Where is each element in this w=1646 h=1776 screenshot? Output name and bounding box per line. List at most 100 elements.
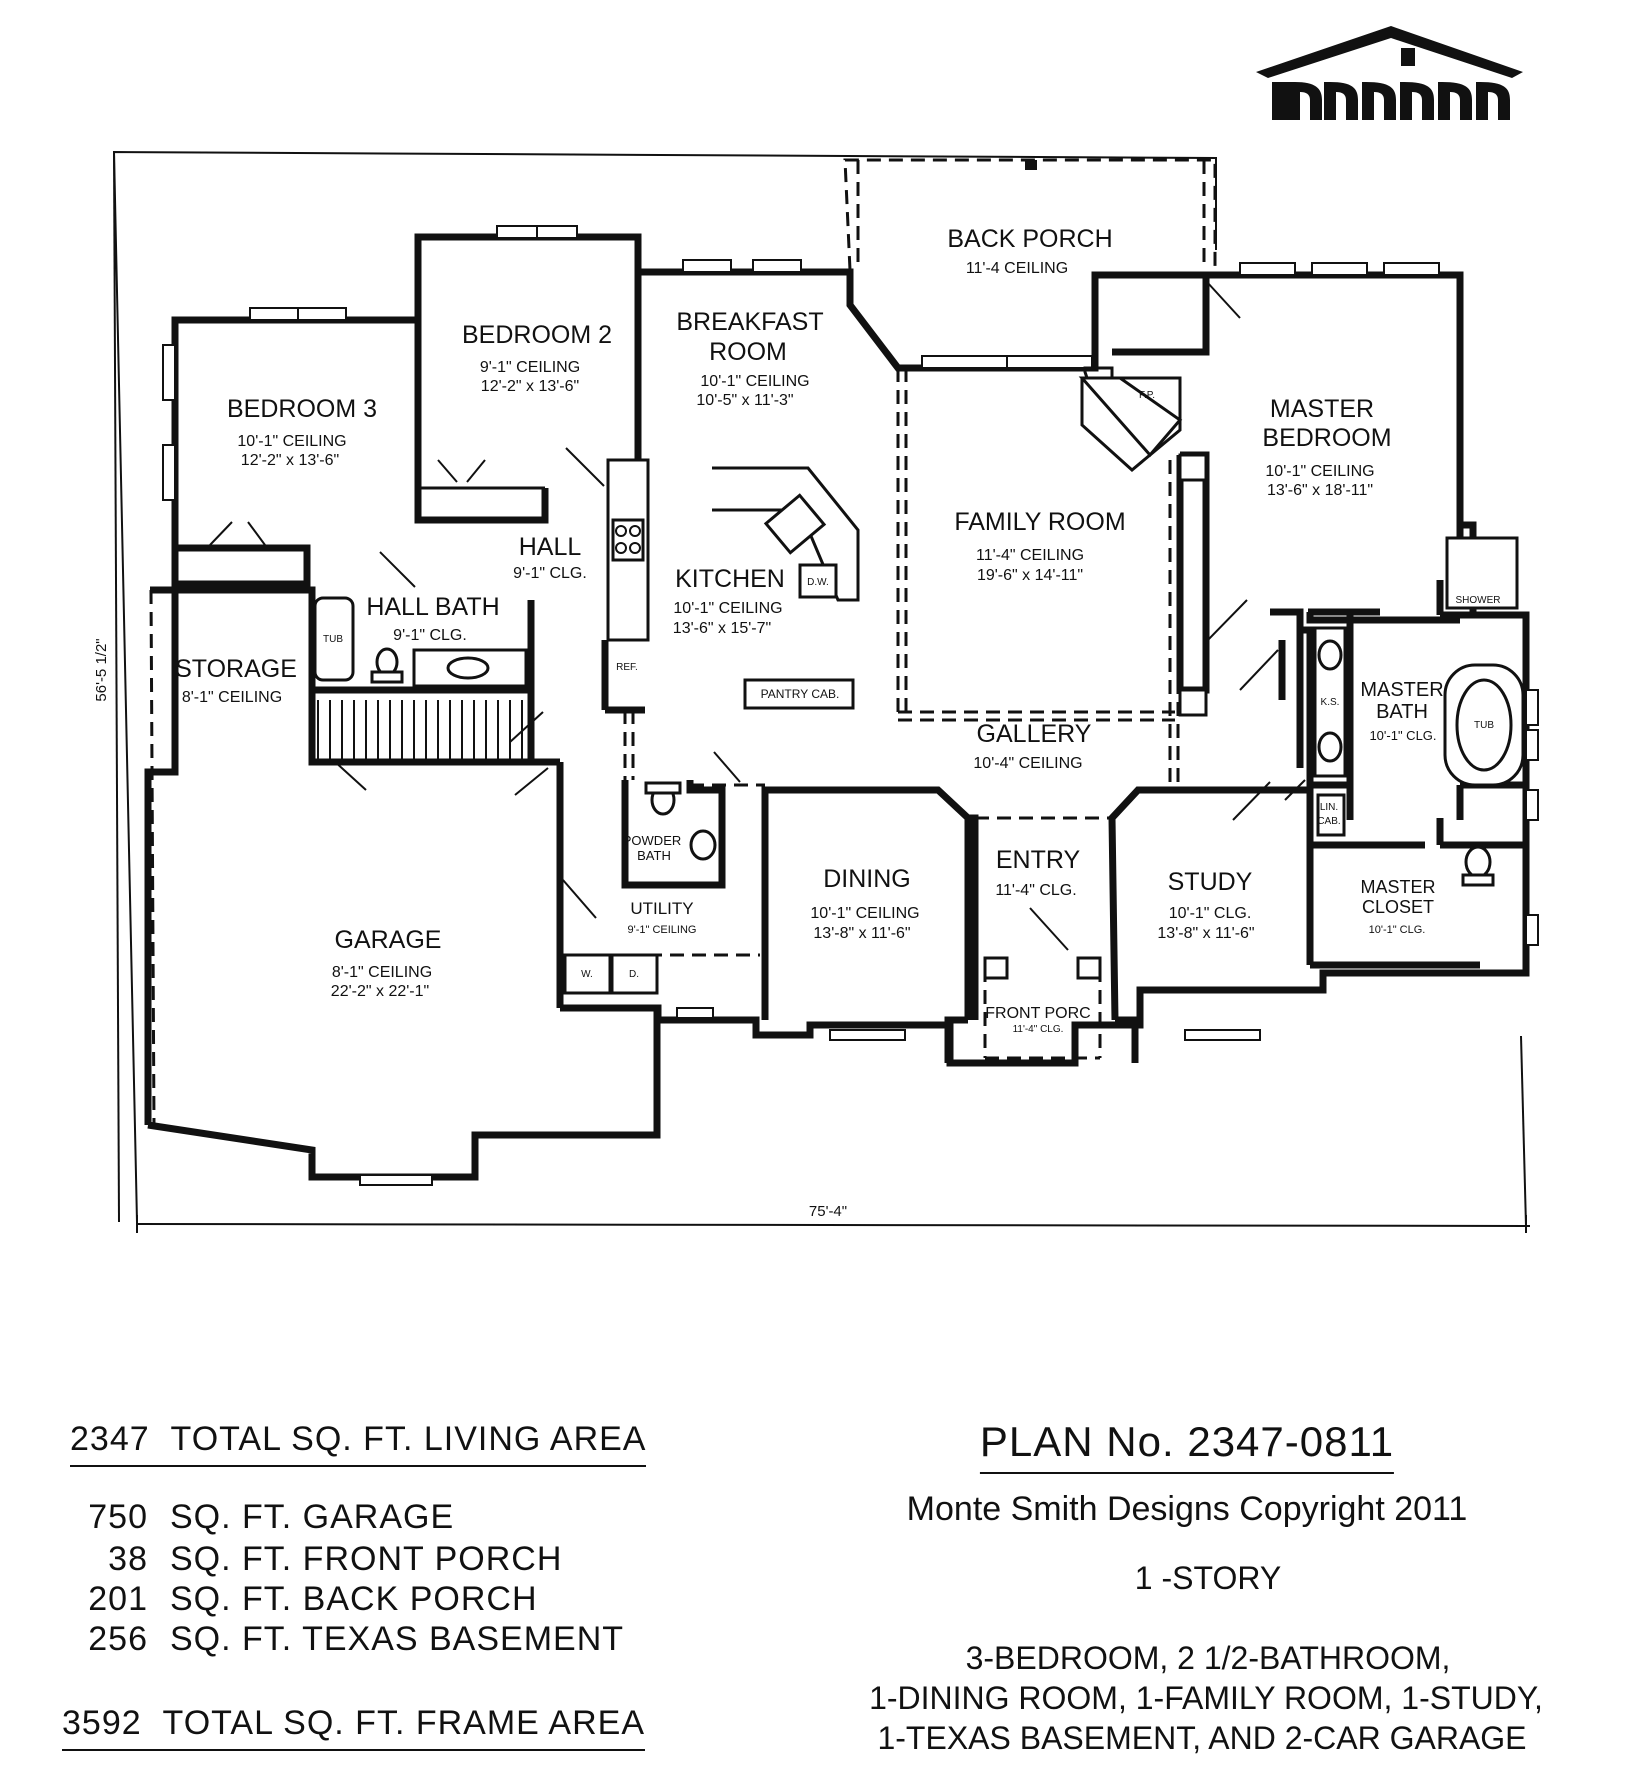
stories: 1 -STORY <box>1134 1560 1282 1596</box>
front-porch-area-label: SQ. FT. FRONT PORCH <box>170 1540 563 1578</box>
garage-area-value: 750 <box>88 1498 148 1536</box>
breakfast-label-2: ROOM <box>709 338 787 366</box>
utility-ceiling: 9'-1" CEILING <box>628 924 697 936</box>
entry-label: ENTRY <box>996 846 1081 874</box>
kitchen-ceiling: 10'-1" CEILING <box>673 600 782 617</box>
tub-label: TUB <box>323 634 343 645</box>
pantry-label: PANTRY CAB. <box>761 687 840 701</box>
washer-label: W. <box>581 969 593 980</box>
family-room-ceiling: 11'-4" CEILING <box>976 547 1084 564</box>
breakfast-label-1: BREAKFAST <box>676 308 823 336</box>
family-room-size: 19'-6" x 14'-11" <box>977 567 1083 584</box>
monte-smith-logo <box>1256 26 1523 120</box>
garage-area-line: 750 SQ. FT. GARAGE <box>62 1498 454 1537</box>
description-line-3: 1-TEXAS BASEMENT, AND 2-CAR GARAGE <box>877 1720 1527 1756</box>
back-porch-area-value: 201 <box>88 1580 148 1618</box>
room-labels: BACK PORCH 11'-4 CEILING BREAKFAST ROOM … <box>93 225 1501 1220</box>
study-label: STUDY <box>1168 868 1253 896</box>
dining-label: DINING <box>823 865 911 893</box>
bath-fixtures <box>313 536 1525 887</box>
master-bath-ceiling: 10'-1" CLG. <box>1369 728 1436 743</box>
breakfast-size: 10'-5" x 11'-3" <box>696 392 793 409</box>
master-bath-label-1: MASTER <box>1360 679 1443 701</box>
gallery-ceiling: 10'-4" CEILING <box>973 755 1082 772</box>
door-swings <box>209 281 1306 951</box>
interior-walls <box>149 237 1526 1126</box>
copyright: Monte Smith Designs Copyright 2011 <box>906 1490 1468 1528</box>
back-porch-outline <box>843 158 1217 271</box>
master-closet-label-1: MASTER <box>1360 877 1435 897</box>
texas-basement-area-line: 256 SQ. FT. TEXAS BASEMENT <box>62 1620 624 1659</box>
lin-cab-label-1: LIN. <box>1320 802 1338 813</box>
lot-outline <box>112 150 1527 1227</box>
bedroom3-size: 12'-2" x 13'-6" <box>241 452 339 469</box>
back-porch-ceiling: 11'-4 CEILING <box>966 260 1068 277</box>
breakfast-ceiling: 10'-1" CEILING <box>700 373 809 390</box>
front-porch-area-value: 38 <box>108 1540 148 1578</box>
back-porch-area-label: SQ. FT. BACK PORCH <box>170 1580 538 1618</box>
hall-label: HALL <box>519 533 582 561</box>
master-closet-label-2: CLOSET <box>1362 897 1434 917</box>
bedroom3-label: BEDROOM 3 <box>227 395 377 423</box>
master-bedroom-size: 13'-6" x 18'-11" <box>1267 482 1373 499</box>
frame-area-value: 3592 <box>62 1704 142 1742</box>
plan-number-line: PLAN No. 2347-0811 <box>979 1418 1395 1474</box>
storage-label: STORAGE <box>175 655 297 683</box>
study-ceiling: 10'-1" CLG. <box>1169 905 1252 922</box>
windows <box>162 225 1539 1186</box>
garage-size: 22'-2" x 22'-1" <box>331 983 429 1000</box>
dryer-label: D. <box>629 969 639 980</box>
study-size: 13'-8" x 11'-6" <box>1157 925 1254 942</box>
dining-size: 13'-8" x 11'-6" <box>813 925 910 942</box>
garage-ceiling: 8'-1" CEILING <box>332 964 432 981</box>
hall-bath-ceiling: 9'-1" CLG. <box>393 627 467 644</box>
description-line-2: 1-DINING ROOM, 1-FAMILY ROOM, 1-STUDY, <box>869 1680 1543 1716</box>
plan-number: PLAN No. 2347-0811 <box>979 1418 1395 1474</box>
dimension-lines <box>113 151 1531 1233</box>
width-dimension: 75'-4" <box>809 1203 847 1220</box>
master-bedroom-ceiling: 10'-1" CEILING <box>1265 463 1374 480</box>
description-line-1: 3-BEDROOM, 2 1/2-BATHROOM, <box>965 1640 1451 1676</box>
bedroom2-size: 12'-2" x 13'-6" <box>481 378 579 395</box>
ref-label: REF. <box>616 662 638 673</box>
gallery-label: GALLERY <box>977 720 1092 748</box>
kitchen-size: 13'-6" x 15'-7" <box>673 620 771 637</box>
master-tub-label: TUB <box>1474 720 1494 731</box>
powder-bath-label-2: BATH <box>637 848 671 863</box>
lin-cab-label-2: CAB. <box>1317 816 1340 827</box>
frame-area-label: TOTAL SQ. FT. FRAME AREA <box>162 1704 645 1742</box>
garage-area-label: SQ. FT. GARAGE <box>170 1498 455 1536</box>
storage-ceiling: 8'-1" CEILING <box>182 689 282 706</box>
texas-basement-area-value: 256 <box>88 1620 148 1658</box>
fireplace-label: F.P. <box>1139 390 1155 401</box>
living-area-value: 2347 <box>70 1420 150 1458</box>
master-closet-ceiling: 10'-1" CLG. <box>1369 924 1426 936</box>
kitchen-label: KITCHEN <box>675 565 785 593</box>
back-porch-label: BACK PORCH <box>947 225 1112 253</box>
front-porch-ceiling: 11'-4" CLG. <box>1013 1024 1064 1035</box>
front-porch-label: FRONT PORC <box>985 1005 1090 1022</box>
garage-label: GARAGE <box>335 926 442 954</box>
depth-dimension: 56'-5 1/2" <box>93 638 110 701</box>
powder-bath-label-1: POWDER <box>623 833 682 848</box>
hall-bath-label: HALL BATH <box>366 593 499 621</box>
bedroom2-ceiling: 9'-1" CEILING <box>480 359 580 376</box>
living-area-label: TOTAL SQ. FT. LIVING AREA <box>170 1420 647 1458</box>
back-porch-area-line: 201 SQ. FT. BACK PORCH <box>62 1580 538 1619</box>
front-porch-area-line: 38 SQ. FT. FRONT PORCH <box>62 1540 562 1579</box>
master-bedroom-label-1: MASTER <box>1270 395 1374 423</box>
entry-ceiling: 11'-4" CLG. <box>995 882 1076 899</box>
hall-ceiling: 9'-1" CLG. <box>513 565 587 582</box>
master-bath-label-2: BATH <box>1376 701 1428 723</box>
bedroom2-label: BEDROOM 2 <box>462 321 612 349</box>
bedroom3-ceiling: 10'-1" CEILING <box>237 433 346 450</box>
dining-ceiling: 10'-1" CEILING <box>810 905 919 922</box>
texas-basement-area-label: SQ. FT. TEXAS BASEMENT <box>170 1620 625 1658</box>
kitchen-counters <box>606 458 860 710</box>
master-bedroom-label-2: BEDROOM <box>1262 424 1391 452</box>
dw-label: D.W. <box>807 577 829 588</box>
frame-area-line: 3592 TOTAL SQ. FT. FRAME AREA <box>62 1704 645 1751</box>
living-area-line: 2347 TOTAL SQ. FT. LIVING AREA <box>70 1420 670 1467</box>
